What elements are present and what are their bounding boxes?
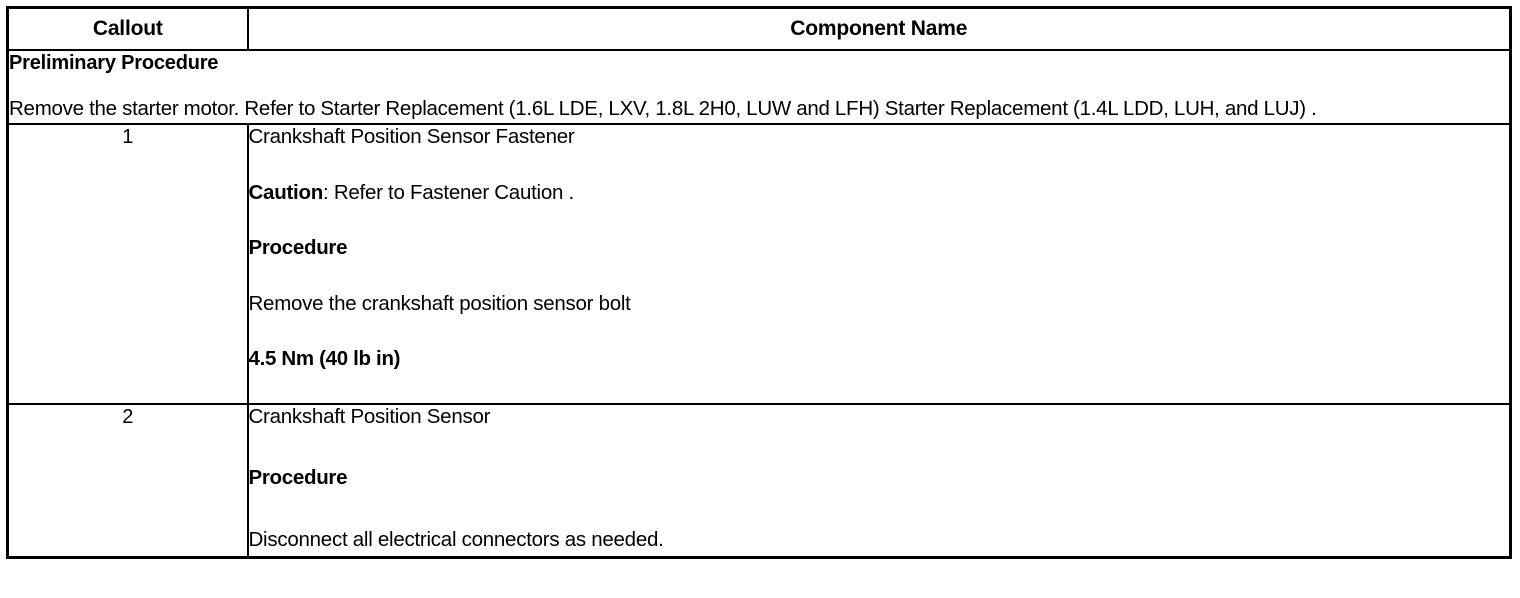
caution-note: Caution: Refer to Fastener Caution . [249,181,1510,205]
callout-number: 2 [6,402,249,559]
preliminary-procedure-body: Remove the starter motor. Refer to Start… [9,97,1317,120]
procedure-step: Disconnect all electrical connectors as … [248,528,664,552]
column-header-callout: Callout [6,6,249,51]
caution-label: Caution [248,180,324,204]
table-row: 1 Crankshaft Position Sensor Fastener Ca… [6,123,1512,405]
component-description-cell: Crankshaft Position Sensor Fastener Caut… [246,123,1512,405]
preliminary-procedure-title: Preliminary Procedure [9,52,219,74]
table-row: 2 Crankshaft Position Sensor Procedure D… [6,402,1512,559]
component-title: Crankshaft Position Sensor [248,404,491,428]
component-description-cell: Crankshaft Position Sensor Procedure Dis… [246,402,1512,559]
callout-number: 1 [6,123,249,405]
preliminary-procedure-cell: Preliminary Procedure Remove the starter… [6,48,1512,126]
procedure-heading: Procedure [248,236,348,260]
procedure-step: Remove the crankshaft position sensor bo… [248,291,631,315]
torque-spec: 4.5 Nm (40 lb in) [248,347,401,371]
table-header-row: Callout Component Name [6,6,1512,51]
component-title: Crankshaft Position Sensor Fastener [248,125,575,149]
column-header-component-name: Component Name [246,6,1512,51]
preliminary-procedure-row: Preliminary Procedure Remove the starter… [6,48,1512,126]
caution-text: : Refer to Fastener Caution . [323,180,574,204]
procedure-heading: Procedure [248,466,348,490]
component-procedure-table: Callout Component Name Preliminary Proce… [6,6,1512,559]
